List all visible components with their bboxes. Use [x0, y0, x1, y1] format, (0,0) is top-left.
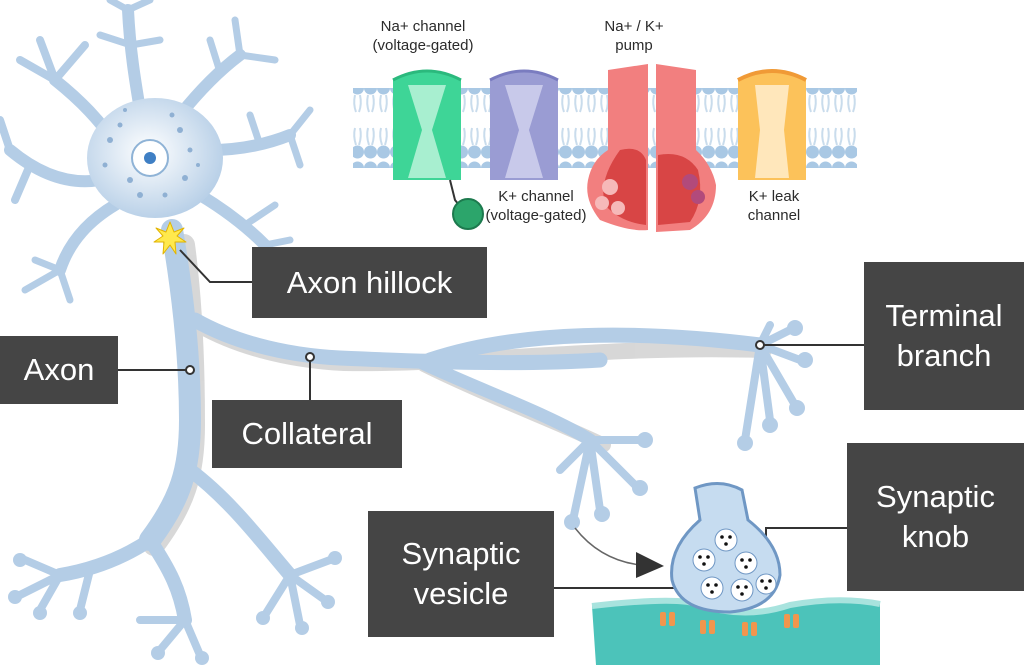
k-leak-channel [737, 69, 807, 180]
synaptic-vesicles [692, 528, 777, 602]
nissl-bodies [102, 108, 200, 198]
axon-hillock-label: Axon hillock [252, 247, 487, 318]
receptors [660, 612, 799, 636]
axon [16, 219, 334, 659]
pump-label: Na+ / K+ pump [604, 18, 664, 54]
collateral-marker [305, 352, 315, 362]
terminal-bulbs [8, 320, 813, 665]
na-channel-label: Na+ channel (voltage-gated) [372, 18, 474, 54]
inactivation-gate-ball [452, 198, 484, 230]
nucleolus [144, 152, 156, 164]
k-channel-label: K+ channel (voltage-gated) [485, 188, 587, 224]
neuron [0, 0, 813, 665]
terminal-branch-label: Terminal branch [864, 262, 1024, 410]
na-channel [392, 69, 464, 211]
collateral-label: Collateral [212, 400, 402, 468]
collateral-branch [187, 312, 804, 524]
connector-arrow-icon [636, 552, 664, 578]
terminal-marker [755, 340, 765, 350]
k-channel [489, 69, 559, 180]
axon-label: Axon [0, 336, 118, 404]
membrane-inset [353, 64, 857, 232]
synaptic-vesicle-label: Synaptic vesicle [368, 511, 554, 637]
action-potential-spark-icon [153, 221, 187, 255]
axon-marker [185, 365, 195, 375]
connector-arrow-line [574, 527, 641, 566]
na-k-pump [587, 64, 716, 232]
synapse-inset [574, 482, 881, 665]
k-leak-label: K+ leak channel [747, 188, 801, 224]
synaptic-knob-label: Synaptic knob [847, 443, 1024, 591]
